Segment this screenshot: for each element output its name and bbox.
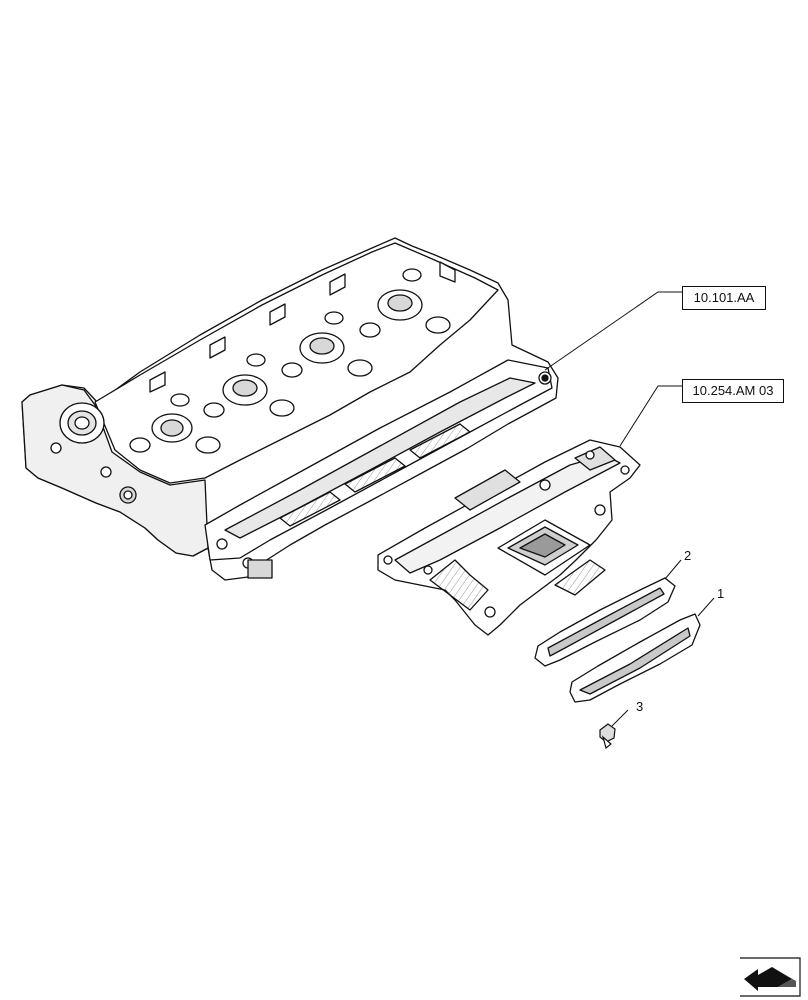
reference-callout-intake-manifold[interactable]: 10.254.AM 03 <box>682 379 784 403</box>
part-number-1: 1 <box>717 586 725 601</box>
intake-manifold-assembly <box>377 439 641 636</box>
gasket-1[interactable] <box>569 613 701 703</box>
reference-callout-cylinder-head[interactable]: 10.101.AA <box>682 286 766 310</box>
cylinder-head-assembly <box>21 237 559 581</box>
arrow-icon[interactable] <box>738 957 802 997</box>
part-number-2: 2 <box>684 548 692 563</box>
gasket-2[interactable] <box>534 577 676 667</box>
part-number-3: 3 <box>636 699 644 714</box>
leader-lines <box>544 291 715 727</box>
screw-3[interactable] <box>599 723 616 750</box>
